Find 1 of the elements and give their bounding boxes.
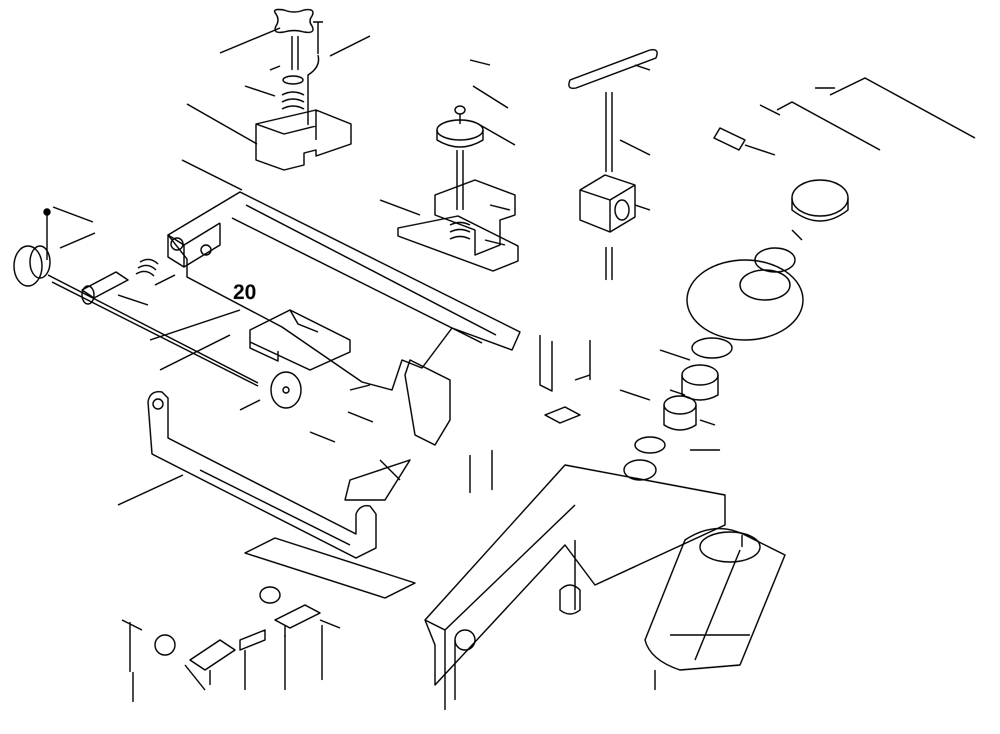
callout-number: 20 (233, 282, 256, 303)
